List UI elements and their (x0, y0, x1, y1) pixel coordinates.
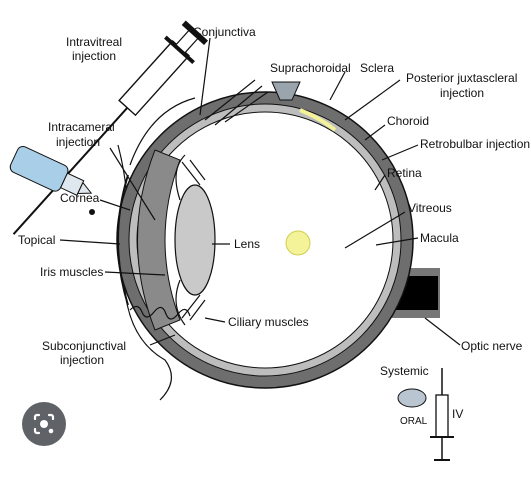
iv-syringe (430, 368, 454, 460)
label-intravitreal-2: injection (72, 49, 116, 63)
label-systemic: Systemic (380, 364, 429, 378)
label-vitreous: Vitreous (408, 201, 452, 215)
label-subconjunctival-1: Subconjunctival (42, 339, 126, 353)
label-oral: ORAL (400, 416, 428, 427)
label-subconjunctival-2: injection (60, 353, 104, 367)
label-ciliary-muscles: Ciliary muscles (228, 315, 309, 329)
label-macula: Macula (420, 231, 459, 245)
label-sclera: Sclera (360, 61, 394, 75)
label-conjunctiva: Conjunctiva (193, 25, 256, 39)
label-retrobulbar: Retrobulbar injection (420, 137, 530, 151)
label-suprachoroidal: Suprachoroidal (270, 61, 351, 75)
label-retina: Retina (387, 166, 422, 180)
eye-drop (89, 209, 95, 215)
label-iv: IV (452, 407, 463, 421)
label-cornea: Cornea (60, 191, 100, 205)
label-lens: Lens (234, 237, 260, 251)
label-posterior-juxtascleral-1: Posterior juxtascleral (406, 71, 517, 85)
label-topical: Topical (18, 233, 55, 247)
drug-depot (286, 231, 310, 255)
lens-body (175, 185, 215, 295)
label-choroid: Choroid (387, 114, 429, 128)
label-intracameral-2: injection (56, 135, 100, 149)
label-intravitreal-1: Intravitreal (66, 35, 122, 49)
label-iris-muscles: Iris muscles (40, 265, 103, 279)
oral-pill (398, 389, 426, 407)
label-posterior-juxtascleral-2: injection (440, 86, 484, 100)
label-optic-nerve: Optic nerve (461, 339, 523, 353)
lens-search-glyph (22, 402, 66, 446)
label-intracameral-1: Intracameral (48, 120, 115, 134)
lens-search-icon[interactable] (22, 402, 66, 446)
